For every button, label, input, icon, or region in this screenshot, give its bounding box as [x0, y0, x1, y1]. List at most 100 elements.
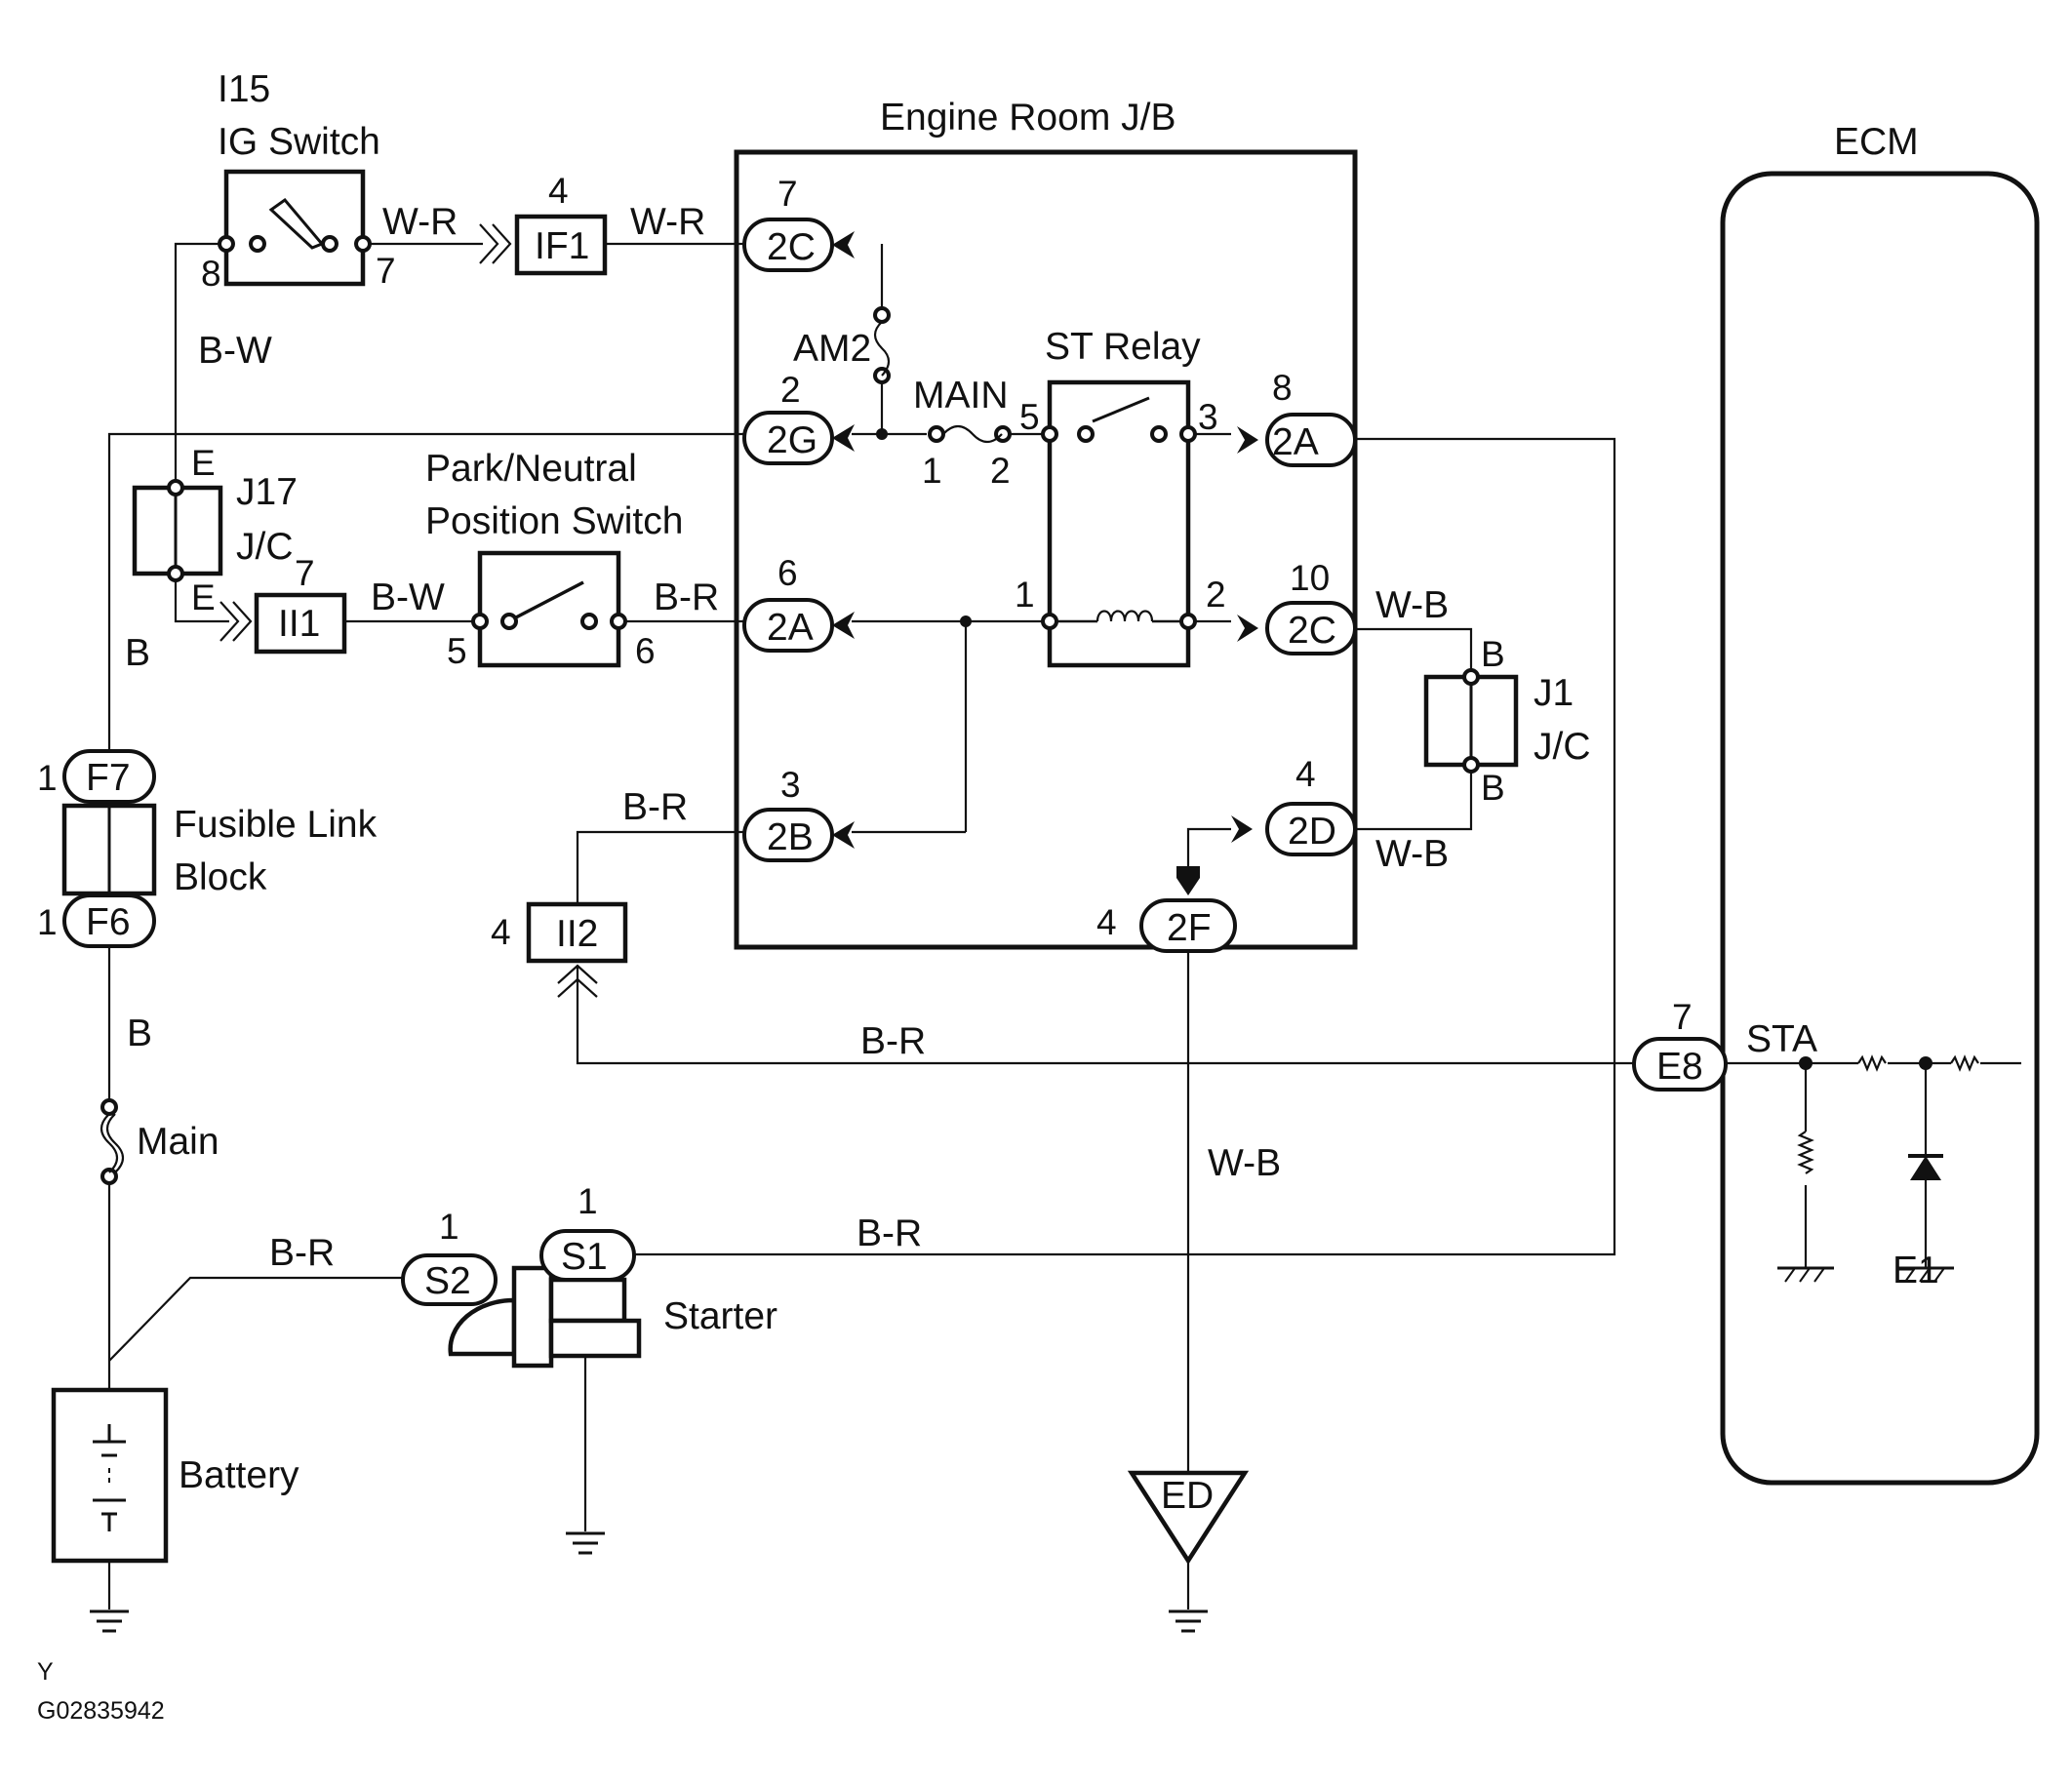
starter-ground-icon — [564, 1531, 607, 1555]
wire-br-pnp: B-R — [654, 576, 719, 618]
main-fuse-label: MAIN — [913, 375, 1009, 417]
s1-connector — [539, 1229, 636, 1282]
c2c-right-label: 2C — [1288, 610, 1336, 652]
c2d-label: 2D — [1288, 811, 1336, 853]
sta-node — [1799, 1056, 1813, 1070]
c2c-top-pin: 7 — [777, 174, 798, 214]
ig-pin-7: 7 — [376, 251, 396, 291]
wire-b-2: B — [127, 1013, 152, 1054]
ig-switch-label: IG Switch — [218, 121, 380, 163]
ecm-node — [1919, 1056, 1933, 1070]
c2c-top-label: 2C — [767, 226, 816, 268]
s2-pin: 1 — [439, 1207, 459, 1247]
wire-wb-2d: W-B — [1375, 833, 1449, 875]
sta-label: STA — [1746, 1018, 1817, 1060]
wire-bw-2: B-W — [371, 576, 445, 618]
c2f-label: 2F — [1167, 907, 1212, 949]
j1-label: J1 — [1534, 672, 1574, 714]
s1-pin: 1 — [578, 1181, 598, 1221]
ecm-resistor-1 — [1857, 1054, 1887, 1072]
ecm-resistor-3 — [1797, 1131, 1814, 1174]
jb-connectors — [742, 218, 1357, 953]
st-relay-label: ST Relay — [1045, 326, 1201, 368]
starter — [448, 1265, 642, 1369]
main-link-label: Main — [137, 1121, 219, 1163]
wire-br-s1: B-R — [857, 1212, 922, 1254]
am2-fuse — [873, 306, 891, 440]
f7-pin: 1 — [37, 758, 58, 798]
f6-label: F6 — [86, 901, 131, 943]
pnp-pin-6: 6 — [635, 631, 656, 671]
engine-room-jb-box — [734, 149, 1358, 950]
fusible-link-label-2: Block — [174, 856, 267, 898]
ii1-connector — [254, 592, 347, 655]
s2-label: S2 — [424, 1260, 471, 1302]
wire-br-2b: B-R — [622, 786, 688, 828]
f6-connector — [62, 894, 156, 948]
c2f-pin: 4 — [1096, 902, 1117, 942]
c2a-right-pin: 8 — [1272, 368, 1293, 408]
ig-pin-8: 8 — [201, 254, 221, 294]
e8-connector — [1632, 1037, 1728, 1092]
e1-label: E1 — [1893, 1250, 1939, 1291]
engine-room-jb-label: Engine Room J/B — [880, 97, 1176, 139]
j17-junction — [132, 485, 223, 576]
ii1-pin: 7 — [295, 553, 315, 593]
wire-wb-2c: W-B — [1375, 584, 1449, 626]
c2b-label: 2B — [767, 816, 814, 858]
relay-pin-5: 5 — [1019, 397, 1040, 437]
wire-wr-1: W-R — [382, 201, 458, 243]
main-fuse — [928, 424, 1012, 444]
j1-jc-label: J/C — [1534, 726, 1591, 768]
ii2-pin: 4 — [491, 912, 511, 952]
ecm-ground-1-icon — [1777, 1266, 1834, 1283]
st-relay — [1041, 379, 1197, 668]
e8-label: E8 — [1656, 1046, 1703, 1088]
j17-pin-bottom: E — [191, 577, 216, 617]
relay-pin-3: 3 — [1198, 397, 1218, 437]
pnp-switch-label-2: Position Switch — [425, 500, 683, 542]
if1-connector — [514, 214, 608, 276]
ii2-label: II2 — [556, 913, 598, 955]
if1-label: IF1 — [535, 225, 589, 267]
am2-label: AM2 — [793, 328, 871, 370]
ig-switch-code: I15 — [218, 68, 270, 110]
c2g-pin: 2 — [780, 370, 801, 410]
ecm-diode — [1908, 1154, 1943, 1180]
main-pin-2: 2 — [990, 451, 1011, 491]
main-pin-1: 1 — [922, 451, 942, 491]
c2c-right-pin: 10 — [1290, 558, 1330, 598]
c2a-right-label: 2A — [1272, 421, 1319, 463]
wire-br-e8: B-R — [860, 1020, 926, 1062]
if1-pin: 4 — [548, 171, 569, 211]
c2b-pin: 3 — [780, 765, 801, 805]
ig-switch — [218, 169, 372, 287]
battery — [51, 1387, 169, 1564]
battery-ground-icon — [88, 1609, 131, 1633]
ecm-resistor-2 — [1950, 1054, 1979, 1072]
j17-pin-top: E — [191, 443, 216, 483]
wiring — [107, 242, 2021, 1609]
wire-b-1: B — [125, 632, 150, 674]
s1-label: S1 — [561, 1236, 608, 1278]
battery-label: Battery — [179, 1454, 299, 1496]
ecm-ground-2-icon — [1897, 1266, 1954, 1283]
relay-pin-2: 2 — [1206, 575, 1226, 615]
j17-jc-label: J/C — [236, 526, 294, 568]
c2a-left-pin: 6 — [777, 553, 798, 593]
main-link — [100, 1098, 125, 1185]
c2a-left-label: 2A — [767, 607, 814, 649]
pnp-switch — [471, 550, 627, 668]
ecm-label: ECM — [1834, 121, 1919, 163]
f6-pin: 1 — [37, 902, 58, 942]
c2d-pin: 4 — [1295, 754, 1316, 794]
e8-pin: 7 — [1672, 997, 1693, 1037]
j17-label: J17 — [236, 471, 298, 513]
j1-pin-top: B — [1481, 634, 1505, 674]
ecm-box — [1720, 171, 2040, 1486]
splice-dot — [960, 616, 972, 627]
wire-wb-ed: W-B — [1208, 1142, 1281, 1184]
j1-pin-bottom: B — [1481, 768, 1505, 808]
s2-connector — [401, 1253, 498, 1306]
